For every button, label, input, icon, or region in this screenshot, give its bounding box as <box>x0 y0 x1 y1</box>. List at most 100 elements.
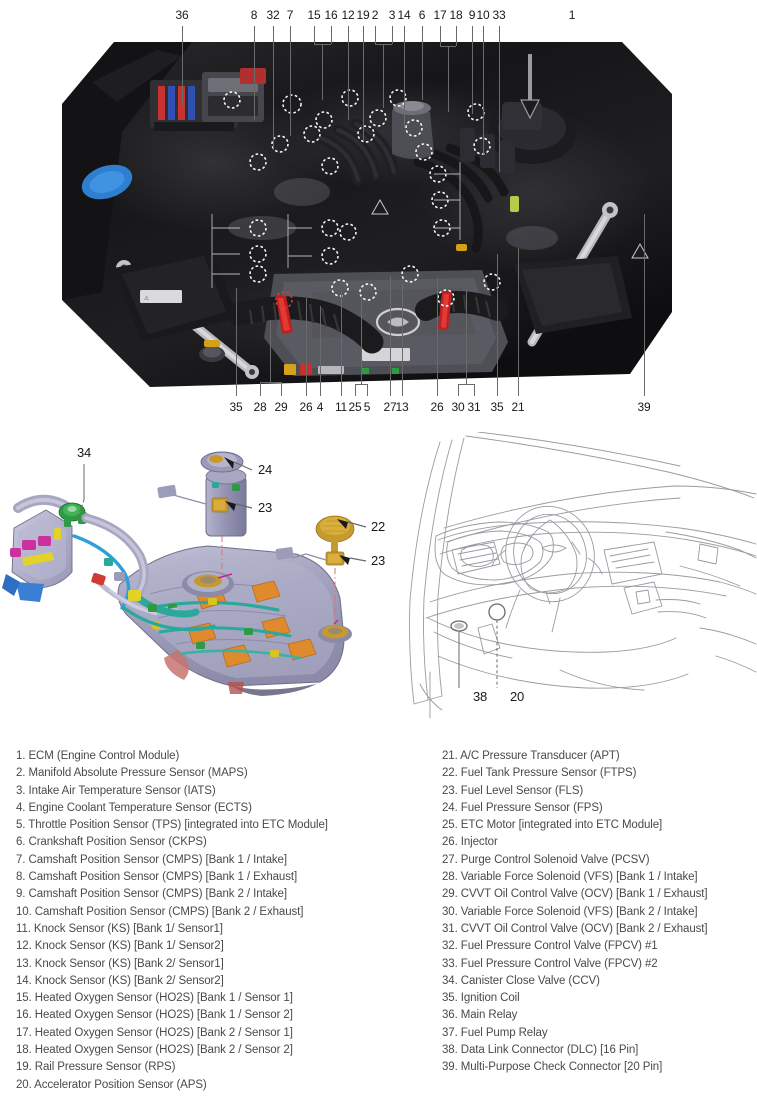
leader-2 <box>375 26 376 44</box>
callout-bottom-5: 5 <box>363 400 371 414</box>
callout-bottom-29: 29 <box>274 400 288 414</box>
callout-bottom-30: 30 <box>451 400 465 414</box>
callout-bottom-4: 4 <box>316 400 324 414</box>
bracket-28-29 <box>260 382 281 383</box>
legend-item: 3. Intake Air Temperature Sensor (IATS) <box>16 784 216 797</box>
legend-item: 30. Variable Force Solenoid (VFS) [Bank … <box>442 905 698 918</box>
leader-8 <box>254 26 255 120</box>
leader-b21 <box>518 248 519 396</box>
legend-item: 35. Ignition Coil <box>442 992 520 1005</box>
legend-item: 7. Camshaft Position Sensor (CMPS) [Bank… <box>16 853 287 866</box>
leader-19 <box>363 26 364 140</box>
leader-16 <box>331 26 332 44</box>
legend-item: 2. Manifold Absolute Pressure Sensor (MA… <box>16 767 248 780</box>
leader-15 <box>314 26 315 44</box>
callout-12: 12 <box>341 8 355 22</box>
legend-item: 14. Knock Sensor (KS) [Bank 2/ Sensor2] <box>16 974 224 987</box>
leader-30-31-stem <box>466 290 467 384</box>
leader-14 <box>404 26 405 128</box>
legend-item: 19. Rail Pressure Sensor (RPS) <box>16 1061 176 1074</box>
callout-6: 6 <box>418 8 426 22</box>
leader-b13 <box>402 284 403 396</box>
callout-17: 17 <box>433 8 447 22</box>
legend-item: 23. Fuel Level Sensor (FLS) <box>442 784 584 797</box>
leader-b26b <box>437 278 438 396</box>
fuel-tank-body <box>117 545 345 696</box>
leader-b26a <box>306 298 307 396</box>
leader-b29 <box>281 382 282 396</box>
red-fitting <box>91 572 106 586</box>
legend-item: 21. A/C Pressure Transducer (APT) <box>442 750 620 762</box>
callout-bottom-26a: 26 <box>299 400 313 414</box>
legend-item: 26. Injector <box>442 836 498 849</box>
legend-item: 32. Fuel Pressure Control Valve (FPCV) #… <box>442 940 658 953</box>
leader-3 <box>392 26 393 44</box>
leader-9 <box>472 26 473 114</box>
legend-item: 22. Fuel Tank Pressure Sensor (FTPS) <box>442 767 637 780</box>
legend-item: 8. Camshaft Position Sensor (CMPS) [Bank… <box>16 871 298 884</box>
callout-23-sender: 23 <box>370 553 386 568</box>
engine-compartment-figure: ⚠ <box>0 0 757 430</box>
callout-19: 19 <box>356 8 370 22</box>
callout-bottom-25: 25 <box>348 400 362 414</box>
callout-bottom-28: 28 <box>253 400 267 414</box>
callout-22: 22 <box>370 519 386 534</box>
legend-item: 13. Knock Sensor (KS) [Bank 2/ Sensor1] <box>16 957 224 970</box>
callout-8: 8 <box>250 8 258 22</box>
callout-16: 16 <box>324 8 338 22</box>
leader-b35b <box>497 254 498 396</box>
callout-33: 33 <box>492 8 506 22</box>
callout-38: 38 <box>472 689 488 704</box>
leader-b25 <box>355 384 356 396</box>
callout-10: 10 <box>476 8 490 22</box>
leader-32 <box>273 26 274 150</box>
leader-17 <box>440 26 441 46</box>
ecm-arrow <box>520 54 540 120</box>
interior-line-drawing <box>409 431 757 719</box>
interior-figure: 38 20 <box>400 431 757 737</box>
leader-15-16-stem <box>322 44 323 100</box>
legend-item: 34. Canister Close Valve (CCV) <box>442 974 600 987</box>
legend-item: 17. Heated Oxygen Sensor (HO2S) [Bank 2 … <box>16 1026 293 1039</box>
legend-item: 27. Purge Control Solenoid Valve (PCSV) <box>442 853 650 866</box>
leader-b27 <box>390 276 391 396</box>
callout-bottom-35: 35 <box>229 400 243 414</box>
leader-2-3-stem <box>383 44 384 108</box>
legend-item: 16. Heated Oxygen Sensor (HO2S) [Bank 1 … <box>16 1009 293 1022</box>
leader-6 <box>422 26 423 100</box>
legend-item: 11. Knock Sensor (KS) [Bank 1/ Sensor1] <box>16 922 223 935</box>
callout-7: 7 <box>286 8 294 22</box>
callout-20: 20 <box>509 689 525 704</box>
legend-item: 20. Accelerator Position Sensor (APS) <box>16 1078 207 1091</box>
legend-item: 33. Fuel Pressure Control Valve (FPCV) #… <box>442 957 658 970</box>
legend-column-right: 21. A/C Pressure Transducer (APT) 22. Fu… <box>378 748 756 1097</box>
canister-assembly <box>2 494 91 602</box>
pump-flange-seat <box>182 571 234 597</box>
svg-text:⚠: ⚠ <box>144 295 150 302</box>
legend-item: 24. Fuel Pressure Sensor (FPS) <box>442 801 603 814</box>
leader-7 <box>290 26 291 136</box>
callout-24: 24 <box>257 462 273 477</box>
legend-item: 29. CVVT Oil Control Valve (OCV) [Bank 1… <box>442 888 708 901</box>
legend-item: 6. Crankshaft Position Sensor (CKPS) <box>16 836 207 849</box>
legend-item: 10. Camshaft Position Sensor (CMPS) [Ban… <box>16 905 304 918</box>
legend-item: 15. Heated Oxygen Sensor (HO2S) [Bank 1 … <box>16 992 293 1005</box>
leader-28-29-stem <box>270 320 271 382</box>
yellow-fitting <box>128 590 141 601</box>
callout-9: 9 <box>468 8 476 22</box>
legend-item: 4. Engine Coolant Temperature Sensor (EC… <box>16 801 252 814</box>
callout-36: 36 <box>175 8 189 22</box>
leader-b28 <box>260 382 261 396</box>
leader-10 <box>483 26 484 154</box>
ccv-valve <box>58 502 86 527</box>
callout-23-pump: 23 <box>257 500 273 515</box>
fuel-tank-figure: 34 24 23 22 23 <box>0 432 400 737</box>
legend-item: 28. Variable Force Solenoid (VFS) [Bank … <box>442 871 698 884</box>
callout-bottom-31: 31 <box>467 400 481 414</box>
leader-b11 <box>341 292 342 396</box>
leader-b5 <box>367 384 368 396</box>
legend-item: 9. Camshaft Position Sensor (CMPS) [Bank… <box>16 888 287 901</box>
callout-34: 34 <box>76 445 92 460</box>
legend-item: 5. Throttle Position Sensor (TPS) [integ… <box>16 819 328 832</box>
legend-item: 1. ECM (Engine Control Module) <box>16 750 180 762</box>
